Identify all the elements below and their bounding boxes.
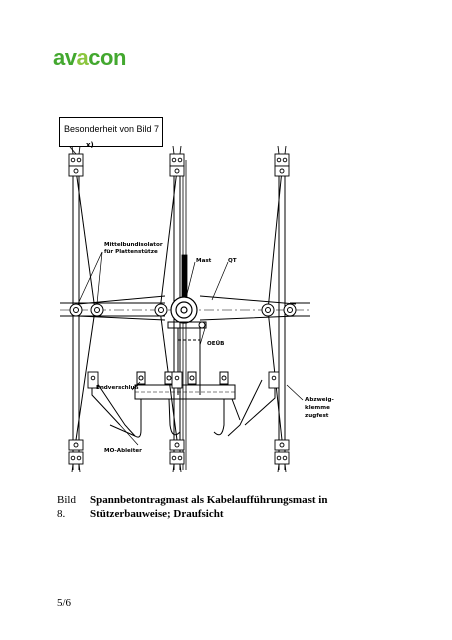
logo-letter: c [88, 45, 100, 70]
abzweig-label-2: klemme [305, 405, 330, 411]
leader-lines [77, 251, 304, 446]
logo-letter: v [64, 45, 77, 70]
oeub-label: OEÜB [207, 340, 224, 347]
abzweig-label-3: zugfest [305, 413, 329, 419]
figure-number: Bild 8. [57, 494, 76, 520]
abzweig-label-1: Abzweig- [305, 397, 334, 403]
callout-box: Besonderheit von Bild 7 [59, 117, 163, 147]
logo-letter: a [53, 45, 65, 70]
insulator-label-1: Mittelbundisolator [104, 242, 163, 248]
logo-text: avacon [53, 45, 126, 70]
bottom-insulators [68, 439, 290, 473]
crossarm-insulators [69, 303, 297, 317]
top-insulators [68, 145, 290, 177]
mo-ableiter-label: MO-Ableiter [104, 448, 142, 454]
mast-label: Mast [196, 258, 212, 264]
figure-caption-text: Spannbetontragmast als Kabelaufführungsm… [90, 494, 328, 520]
logo-letter: o [100, 45, 113, 70]
logo-letter: a [76, 45, 89, 70]
avacon-logo: avacon [53, 45, 126, 71]
callout-text: Besonderheit von Bild 7 [64, 124, 160, 134]
endverschluss-label: Endverschluß [96, 385, 139, 391]
logo-letter: n [112, 45, 126, 70]
page-number: 5/6 [57, 597, 72, 609]
right-conductor [267, 160, 286, 470]
mast-symbol [170, 296, 198, 324]
x-mark-label: x) [86, 141, 94, 149]
middle-insulators [87, 371, 280, 389]
insulator-label-2: für Plattenstütze [104, 249, 158, 255]
qt-label: QT [228, 258, 237, 264]
